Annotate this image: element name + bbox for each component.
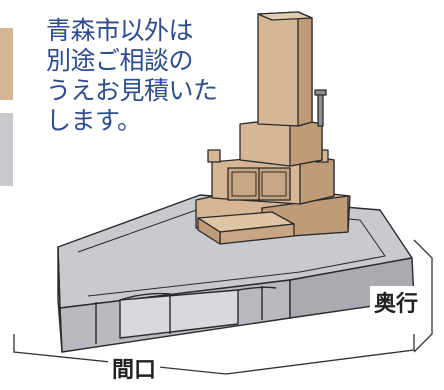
tan-monument	[195, 11, 351, 245]
depth-label: 奥行	[370, 286, 423, 318]
dimension-lines	[13, 239, 433, 375]
depth-dimension-line	[413, 239, 433, 353]
note-line-1: 青森市以外は	[46, 16, 194, 45]
note-line-2: 別途ご相談の	[46, 46, 194, 75]
legend-swatch-gray	[0, 113, 13, 186]
width-dimension-line	[13, 334, 415, 375]
legend-swatch-tan	[0, 28, 13, 100]
width-label: 間口	[108, 352, 161, 384]
note-line-3: うえお見積いた	[46, 76, 218, 105]
note-line-4: します。	[46, 106, 142, 135]
